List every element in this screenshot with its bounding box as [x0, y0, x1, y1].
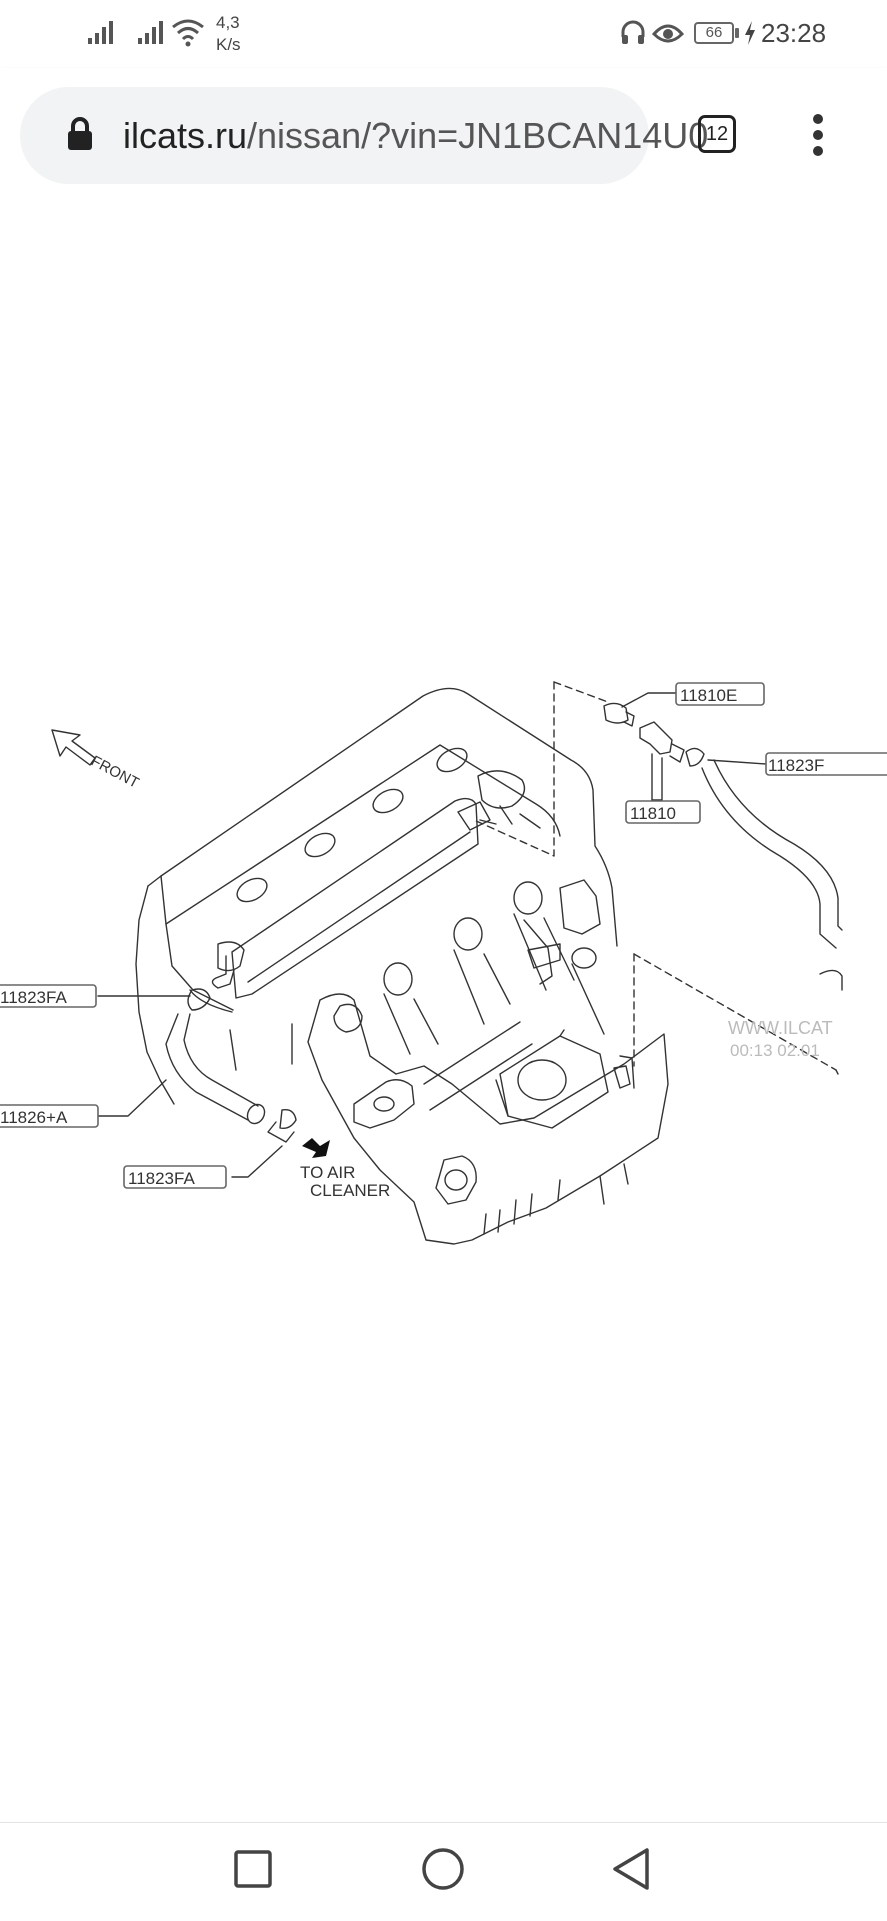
battery-level: 66	[705, 24, 723, 41]
callout-11810E: 11810E	[680, 686, 737, 705]
eye-icon	[651, 24, 685, 43]
intake-manifold	[307, 879, 669, 1245]
address-bar[interactable]: ilcats.ru/nissan/?vin=JN1BCAN14U0	[20, 87, 708, 184]
callout-11823F: 11823F	[768, 756, 824, 775]
watermark-line2: 00:13 02.01	[730, 1041, 820, 1060]
url-host: ilcats.ru	[123, 115, 248, 156]
home-button[interactable]	[421, 1847, 465, 1891]
air-cleaner-label-line2: CLEANER	[310, 1181, 390, 1200]
url-path: /nissan/?vin=JN1BCAN14U0	[247, 115, 709, 156]
air-cleaner-label-line1: TO AIR	[300, 1163, 355, 1182]
clock: 23:28	[761, 18, 827, 48]
callout-boxes	[0, 682, 887, 1189]
battery-tip	[735, 28, 739, 38]
arrow-to-air-cleaner-icon	[302, 1138, 330, 1158]
front-arrow-icon	[51, 729, 96, 766]
net-speed-unit: K/s	[216, 35, 241, 54]
signal-icon-2	[138, 21, 163, 44]
back-button[interactable]	[610, 1847, 654, 1891]
tab-switcher-button[interactable]: 12	[698, 115, 736, 153]
pcv-valve-parts	[603, 702, 705, 801]
watermark-line1: WWW.ILCAT	[728, 1018, 833, 1038]
lock-icon[interactable]	[64, 114, 96, 154]
callout-11826A: 11826+A	[0, 1108, 68, 1127]
charging-icon	[745, 21, 755, 45]
recent-apps-button[interactable]	[233, 1849, 273, 1889]
system-navigation-bar	[0, 1822, 887, 1921]
signal-icon	[88, 21, 113, 44]
headphones-icon	[621, 20, 645, 44]
browser-toolbar: ilcats.ru/nissan/?vin=JN1BCAN14U0 12	[0, 68, 887, 204]
battery-indicator: 66	[694, 22, 734, 44]
net-speed-value: 4,3	[216, 13, 240, 32]
parts-diagram: 11810E 11823F 11810 11823FA 11826+A 1182…	[0, 681, 887, 1245]
guide-lines	[473, 681, 839, 1075]
hose-right	[701, 759, 843, 991]
wifi-icon	[172, 19, 204, 47]
front-label: FRONT	[88, 753, 142, 792]
hose-left	[165, 988, 297, 1143]
callout-lines	[97, 692, 767, 1178]
callout-11823FA-lower: 11823FA	[128, 1169, 195, 1188]
page-content: 11810E 11823F 11810 11823FA 11826+A 1182…	[0, 204, 887, 1822]
url-text[interactable]: ilcats.ru/nissan/?vin=JN1BCAN14U0	[123, 113, 708, 159]
callout-11810: 11810	[630, 804, 676, 823]
callout-11823FA-upper: 11823FA	[0, 988, 67, 1007]
overflow-menu-button[interactable]	[806, 112, 830, 158]
status-bar: 4,3 K/s 66 23:28	[0, 0, 887, 68]
valve-cover	[135, 687, 618, 1105]
